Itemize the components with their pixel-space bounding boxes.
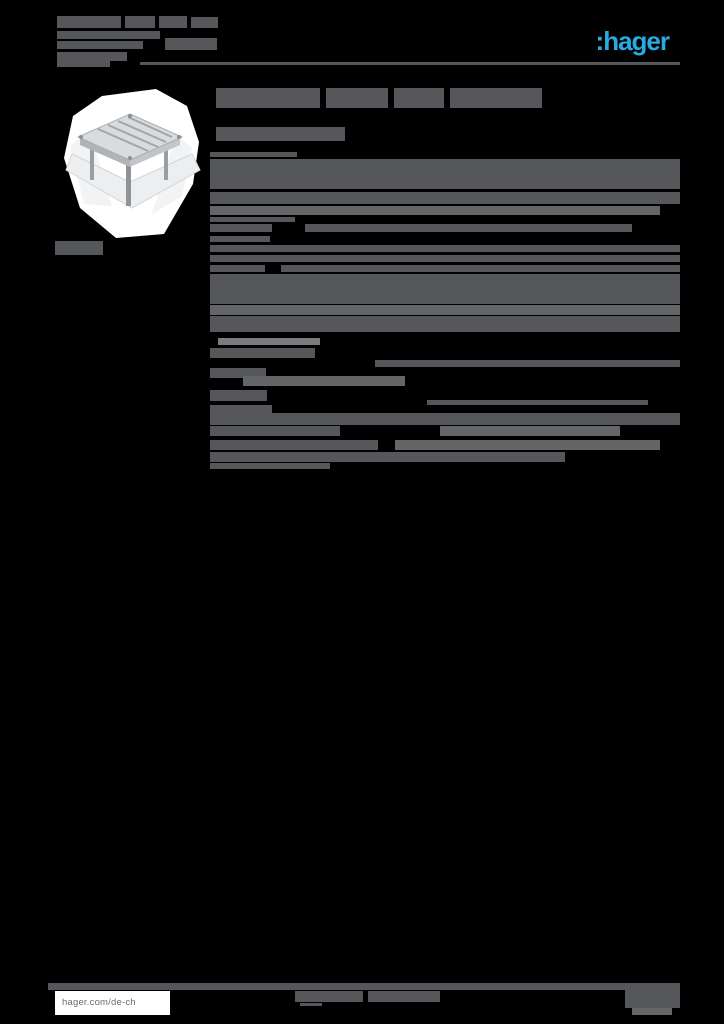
redacted-text-bar — [210, 413, 680, 425]
redacted-text-bar — [210, 305, 680, 315]
redacted-text-bar — [210, 217, 295, 222]
redacted-text-bar — [210, 274, 680, 304]
redacted-text-bar — [57, 16, 121, 28]
redacted-text-bar — [216, 88, 320, 108]
redacted-text-bar — [210, 440, 378, 450]
redacted-text-bar — [326, 88, 388, 108]
redacted-text-bar — [218, 338, 320, 345]
redacted-text-bar — [300, 1003, 322, 1006]
redacted-text-bar — [159, 16, 187, 28]
redacted-text-bar — [57, 52, 127, 61]
redacted-text-bar — [125, 16, 155, 28]
redacted-text-bar — [394, 88, 444, 108]
redacted-text-bar — [210, 368, 266, 378]
redacted-text-bar — [210, 152, 297, 157]
redacted-text-bar — [57, 41, 143, 49]
redacted-text-bar — [210, 224, 272, 232]
redacted-text-bar — [305, 224, 632, 232]
redacted-text-bar — [210, 236, 270, 242]
redacted-text-bar — [140, 62, 680, 65]
redacted-text-bar — [210, 452, 565, 462]
redacted-text-bar — [395, 440, 660, 450]
redacted-text-bar — [55, 241, 103, 255]
floor-box-illustration — [64, 89, 201, 238]
redacted-text-bar — [375, 360, 680, 367]
redacted-text-bar — [281, 265, 680, 272]
redacted-text-bar — [191, 17, 218, 28]
redacted-text-bar — [210, 426, 340, 436]
redacted-text-bar — [210, 192, 680, 204]
redacted-text-bar — [632, 1008, 672, 1015]
redacted-text-bar — [295, 991, 363, 1002]
redacted-text-bar — [210, 206, 660, 215]
redacted-text-bar — [210, 405, 272, 413]
redacted-text-bar — [625, 990, 680, 1008]
redacted-text-bar — [427, 400, 648, 405]
redacted-text-bar — [440, 426, 620, 436]
redacted-text-bar — [210, 463, 330, 469]
redacted-text-bar — [210, 390, 267, 401]
redacted-text-bar — [216, 127, 345, 141]
redacted-text-bar — [165, 38, 217, 50]
redacted-text-bar — [210, 265, 265, 272]
redacted-text-bar — [368, 991, 440, 1002]
redacted-text-bar — [57, 61, 110, 67]
product-photo — [60, 86, 202, 242]
redacted-text-bar — [210, 159, 680, 189]
redacted-text-bar — [450, 88, 542, 108]
hager-logo: :hager — [595, 26, 670, 56]
redacted-text-bar — [48, 983, 680, 990]
redacted-text-bar — [57, 31, 160, 39]
footer-url-link[interactable]: hager.com/de-ch — [55, 991, 170, 1015]
redacted-text-bar — [210, 316, 680, 332]
redacted-text-bar — [243, 376, 405, 386]
redacted-text-bar — [210, 255, 680, 262]
redacted-text-bar — [210, 348, 315, 358]
redacted-text-bar — [210, 245, 680, 252]
